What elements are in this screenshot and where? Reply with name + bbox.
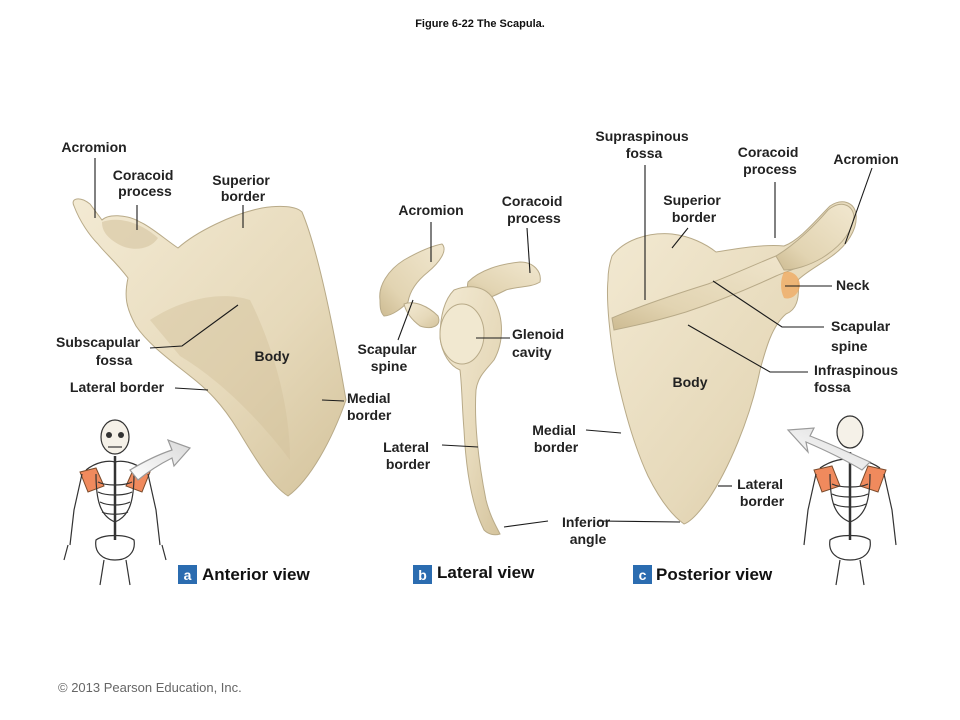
label-subscapular-fossa: Subscapular fossa (56, 334, 144, 368)
leader-subscapular-fossa (149, 304, 239, 349)
badge-b (413, 565, 432, 584)
badge-letter-c: c (639, 567, 647, 583)
leader-acromion-c (844, 167, 873, 245)
label-neck: Neck (836, 277, 870, 293)
figure-title: Figure 6-22 The Scapula. (415, 18, 545, 30)
badge-c (633, 565, 652, 584)
leader-scapular-spine-b (397, 299, 414, 341)
posterior-view-title: Posterior view (656, 565, 773, 584)
leader-inferior-angle-c (597, 520, 681, 523)
label-superior-border-a: Superior border (212, 172, 273, 204)
leader-superior-border-c (671, 227, 689, 249)
anterior-coracoid-shading (102, 219, 158, 249)
label-coracoid-process-c: Coracoid process (738, 144, 803, 177)
badge-a (178, 565, 197, 584)
label-coracoid-process-b: Coracoid process (502, 193, 567, 226)
posterior-view-arrow (786, 427, 872, 471)
posterior-acromion-bone (775, 203, 855, 271)
lateral-glenoid-cavity-shape (439, 303, 485, 365)
label-infraspinous-fossa: Infraspinous fossa (814, 362, 902, 395)
label-body-c: Body (673, 374, 708, 390)
leader-coracoid-b (526, 227, 531, 274)
posterior-neck-highlight (781, 271, 800, 299)
anterior-view-arrow (129, 438, 192, 481)
label-superior-border-c: Superior border (663, 192, 724, 225)
label-inferior-angle: Inferior angle (562, 514, 614, 547)
label-acromion-b: Acromion (398, 202, 463, 218)
anterior-subscapular-shading (150, 296, 290, 460)
label-medial-border-a: Medial border (347, 390, 394, 423)
lateral-spine-bone (403, 302, 440, 329)
lateral-acromion-bone (379, 243, 445, 317)
anterior-scapula-bone (72, 198, 347, 497)
label-glenoid-cavity: Glenoid cavity (512, 326, 568, 360)
lateral-view: Acromion Coracoid process Glenoid cavity… (357, 193, 568, 584)
label-body-a: Body (255, 348, 290, 364)
label-coracoid-process-a: Coracoid process (113, 167, 178, 199)
label-scapular-spine-b: Scapular spine (357, 341, 420, 374)
posterior-view: Supraspinous fossa Coracoid process Acro… (503, 128, 902, 586)
lateral-view-title: Lateral view (437, 563, 535, 582)
anterior-view-title: Anterior view (202, 565, 310, 584)
leader-medial-border-c (585, 429, 622, 434)
label-acromion-a: Acromion (61, 139, 126, 155)
badge-letter-b: b (418, 567, 427, 583)
label-scapular-spine-c: Scapular spine (831, 318, 894, 354)
leader-infraspinous-fossa (687, 324, 808, 373)
leader-lateral-border-b (441, 444, 479, 448)
leader-medial-border-a (321, 399, 345, 402)
leader-inferior-angle-b (503, 520, 549, 528)
posterior-skeleton-icon (803, 415, 897, 586)
label-lateral-border-c: Lateral border (737, 476, 787, 509)
label-acromion-c: Acromion (833, 151, 898, 167)
copyright-notice: © 2013 Pearson Education, Inc. (58, 680, 242, 695)
label-medial-border-c: Medial border (532, 422, 579, 455)
leader-lateral-border-a (174, 387, 209, 391)
label-lateral-border-a: Lateral border (70, 379, 165, 395)
leader-scapular-spine-c (712, 280, 824, 328)
label-lateral-border-b: Lateral border (383, 439, 433, 472)
badge-letter-a: a (184, 567, 192, 583)
anterior-view: Acromion Coracoid process Superior borde… (56, 139, 394, 586)
anterior-skeleton-icon (63, 419, 167, 586)
label-supraspinous-fossa: Supraspinous fossa (595, 128, 692, 161)
